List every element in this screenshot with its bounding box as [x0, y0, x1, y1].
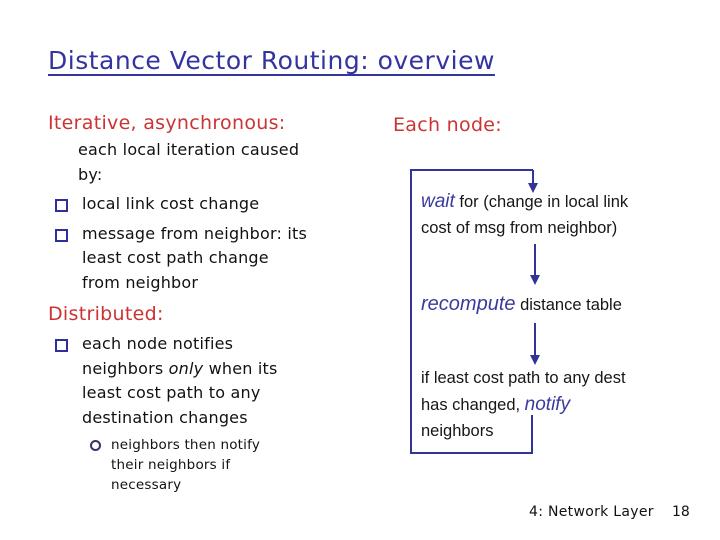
bullet-text: each node notifies neighbors only when i…	[82, 334, 278, 427]
loop-path	[410, 169, 533, 454]
flow-step-recompute: recompute distance table	[421, 293, 622, 315]
intro-line: by:	[78, 164, 103, 184]
down-arrow-head	[530, 355, 540, 365]
bullet-item-local-link: local link cost change	[48, 192, 388, 217]
intro-line: each local iteration caused	[78, 140, 300, 159]
emphasis-only: only	[168, 358, 204, 378]
loop-flow-diagram	[410, 169, 540, 454]
square-bullet-icon	[55, 228, 68, 242]
bullet-text: local link cost change	[82, 194, 260, 213]
left-heading-iterative: Iterative, asynchronous:	[48, 112, 286, 134]
bullet-item-each-node-notifies: each node notifies neighbors only when i…	[48, 332, 388, 430]
emphasis-wait: wait	[421, 191, 455, 212]
bullet-text: message from neighbor: its least cost pa…	[82, 223, 308, 292]
intro-text: each local iteration caused by:	[78, 138, 388, 187]
flow-step-wait: wait for (change in local link cost of m…	[421, 191, 629, 237]
footer-section-label: 4: Network Layer	[529, 504, 654, 520]
emphasis-recompute: recompute	[421, 293, 516, 315]
footer-page-number: 18	[672, 504, 690, 520]
right-heading-each-node: Each node:	[393, 114, 502, 136]
subbullet-item-neighbors-notify: neighbors then notify their neighbors if…	[90, 435, 388, 495]
slide-title: Distance Vector Routing: overview	[48, 46, 495, 75]
down-arrow-head	[530, 275, 540, 285]
flow-step-notify: if least cost path to any dest has chang…	[421, 369, 626, 440]
subbullet-text: neighbors then notify their neighbors if…	[111, 437, 261, 493]
circle-bullet-icon	[90, 440, 101, 451]
emphasis-notify: notify	[524, 393, 571, 415]
left-column: Iterative, asynchronous: each local iter…	[48, 110, 388, 495]
square-bullet-icon	[55, 199, 68, 212]
square-bullet-icon	[55, 339, 68, 352]
bullet-item-message-from-neighbor: message from neighbor: its least cost pa…	[48, 222, 388, 296]
left-heading-distributed: Distributed:	[48, 303, 164, 325]
entry-arrow-head	[528, 183, 538, 193]
